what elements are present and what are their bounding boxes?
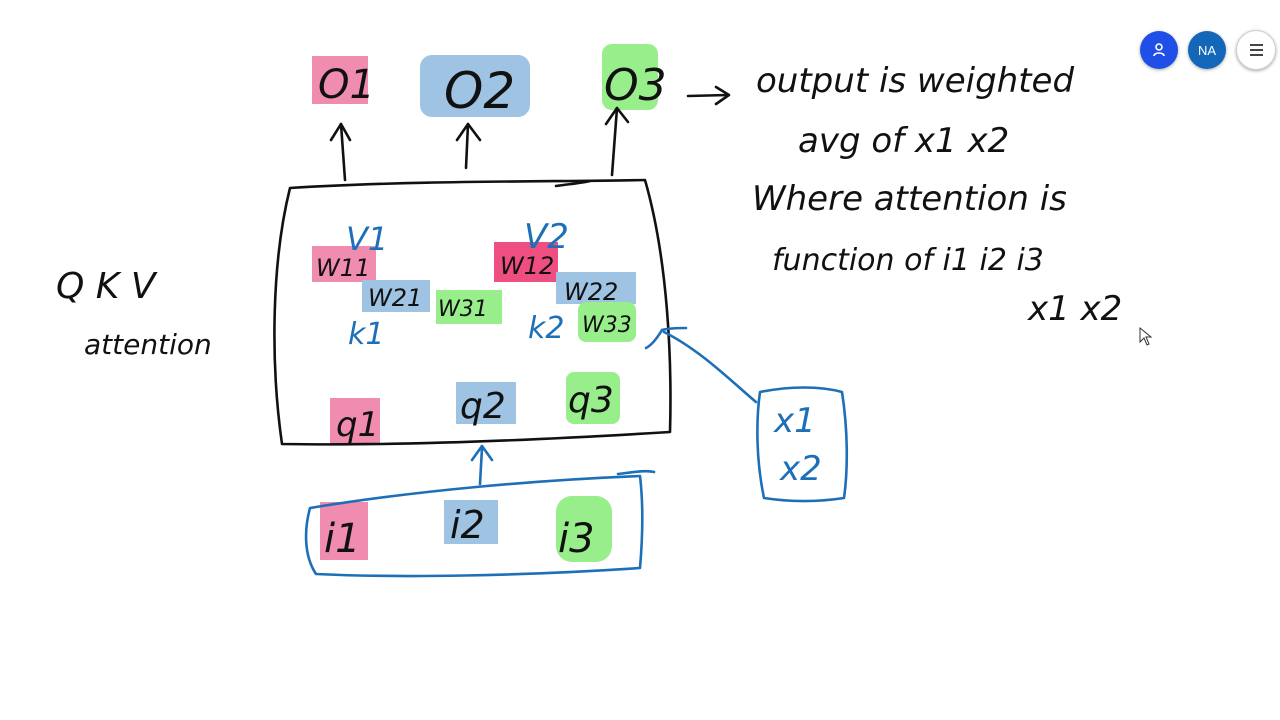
arrow-x-to-block-shaft: [662, 330, 758, 404]
xbox-x2: x2: [779, 449, 822, 489]
weight-w12: W12: [500, 252, 554, 280]
key-k1: k1: [348, 317, 384, 352]
right-note-line4: function of i1 i2 i3: [772, 243, 1044, 278]
query-q2: q2: [460, 386, 506, 427]
value-v1: V1: [346, 220, 388, 258]
output-o3: O3: [604, 60, 667, 111]
person-icon: [1153, 43, 1165, 57]
input-i3: i3: [558, 516, 595, 562]
inputs-group-outline: [304, 474, 644, 578]
arrow-to-note-head: [714, 85, 731, 106]
hamburger-menu-icon: [1249, 44, 1263, 56]
highlight-q2: [456, 382, 516, 424]
highlight-w21: [362, 280, 430, 312]
arrow-o3-head: [604, 106, 630, 126]
user-initials: NA: [1197, 42, 1217, 58]
highlight-q1: [330, 398, 380, 444]
arrow-o2-shaft: [464, 122, 470, 170]
highlight-w33: [578, 302, 636, 342]
user-button[interactable]: [1140, 31, 1178, 69]
weight-w31: W31: [438, 297, 488, 322]
key-k2: k2: [528, 311, 564, 346]
top-right-toolbar: NA: [1140, 30, 1280, 70]
highlight-o3: [602, 44, 658, 110]
weight-w11: W11: [316, 254, 370, 282]
highlights: [312, 44, 658, 562]
highlight-q3: [566, 372, 620, 424]
arrow-to-note-shaft: [686, 93, 730, 98]
mouse-cursor-icon: [1139, 326, 1153, 346]
query-q1: q1: [336, 405, 379, 445]
menu-button[interactable]: [1236, 30, 1276, 70]
highlight-i1: [320, 502, 368, 560]
weight-w33: W33: [582, 313, 632, 338]
right-note-line3: Where attention is: [752, 179, 1067, 219]
arrow-o3-shaft: [610, 106, 619, 177]
x-box-outline: [756, 386, 849, 503]
arrow-x-to-block-head-upper: [660, 326, 688, 332]
inputs-outline-overstroke: [616, 469, 656, 476]
highlight-o1: [312, 56, 368, 104]
highlight-w22: [556, 272, 636, 304]
arrow-x-to-block-head-lower: [644, 328, 664, 350]
highlight-o2: [420, 55, 530, 117]
weight-w22: W22: [564, 278, 618, 306]
arrow-inputs-to-queries-shaft: [478, 446, 484, 486]
right-note-line1: output is weighted: [756, 61, 1074, 101]
output-o1: O1: [318, 62, 375, 108]
highlight-w11: [312, 246, 376, 282]
highlight-i3: [556, 496, 612, 562]
weight-w21: W21: [368, 284, 422, 312]
attention-block-outline: [273, 178, 672, 446]
input-i1: i1: [324, 516, 361, 562]
left-note-attention: attention: [84, 328, 212, 361]
arrow-o2-head: [455, 122, 482, 142]
query-q3: q3: [568, 380, 614, 421]
left-note-qkv: Q K V: [56, 266, 158, 307]
arrow-o1-head: [329, 122, 352, 142]
highlight-w12: [494, 242, 558, 282]
user-initials-button[interactable]: NA: [1188, 31, 1226, 69]
arrow-o1-shaft: [339, 122, 347, 182]
arrow-inputs-to-queries-head: [470, 444, 494, 462]
right-note-line5: x1 x2: [1027, 289, 1122, 329]
right-note-line2: avg of x1 x2: [798, 121, 1009, 161]
highlight-i2: [444, 500, 498, 544]
highlight-w31: [436, 290, 502, 324]
black-strokes: [273, 85, 731, 446]
output-o2: O2: [444, 62, 515, 120]
value-v2: V2: [524, 217, 569, 257]
blue-strokes: [304, 326, 849, 578]
input-i2: i2: [450, 503, 485, 547]
xbox-x1: x1: [773, 401, 816, 441]
block-outline-overstroke: [554, 179, 592, 188]
